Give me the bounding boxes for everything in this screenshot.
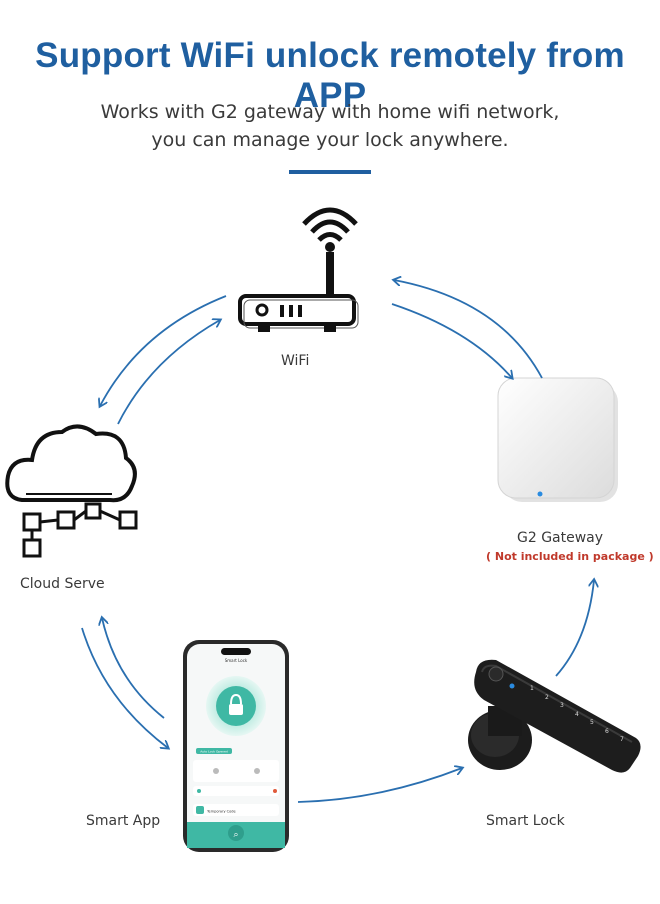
gateway-note: ( Not included in package ) (486, 550, 654, 563)
svg-text:6: 6 (605, 728, 609, 735)
gateway-label: G2 Gateway (517, 530, 604, 546)
svg-text:7: 7 (620, 736, 624, 743)
wifi-label: WiFi (281, 353, 310, 369)
svg-text:1: 1 (530, 685, 534, 692)
svg-text:2: 2 (545, 694, 549, 701)
arrow-wifi-to-gateway (391, 303, 512, 378)
title-divider (289, 170, 371, 174)
cloud-label: Cloud Serve (20, 576, 105, 592)
phone-status-text: Auto Lock Opened (200, 750, 228, 754)
arrow-cloud-to-wifi (117, 320, 220, 425)
subtitle-line-1: Works with G2 gateway with home wifi net… (100, 101, 560, 123)
smartphone-icon: Smart Lock Auto Lock Opened Temporary Co… (183, 640, 289, 852)
phone-screen-title: Smart Lock (225, 658, 248, 663)
router-icon (238, 207, 359, 332)
svg-text:5: 5 (590, 719, 594, 726)
cloud-network-icon (5, 424, 138, 558)
arrow-app-to-cloud (102, 618, 165, 719)
page-subtitle: Works with G2 gateway with home wifi net… (0, 98, 660, 154)
lock-label: Smart Lock (486, 813, 565, 829)
svg-text:4: 4 (575, 711, 579, 718)
phone-menu-item: Temporary Code (206, 810, 236, 814)
arrow-app-to-lock (297, 768, 462, 803)
gateway-device-icon (497, 377, 618, 502)
svg-text:⌕: ⌕ (233, 830, 238, 840)
arrow-lock-to-gateway (555, 580, 594, 677)
arrow-gateway-to-wifi (394, 280, 543, 379)
smart-lock-icon: 1 2 3 4 5 6 7 (468, 659, 641, 773)
svg-text:3: 3 (560, 702, 564, 709)
arrow-wifi-to-cloud (100, 295, 227, 406)
app-label: Smart App (86, 813, 161, 829)
arrow-cloud-to-app (81, 627, 168, 748)
page-title: Support WiFi unlock remotely from APP (35, 36, 625, 115)
flow-arrows (81, 280, 594, 803)
subtitle-line-2: you can manage your lock anywhere. (151, 129, 509, 151)
